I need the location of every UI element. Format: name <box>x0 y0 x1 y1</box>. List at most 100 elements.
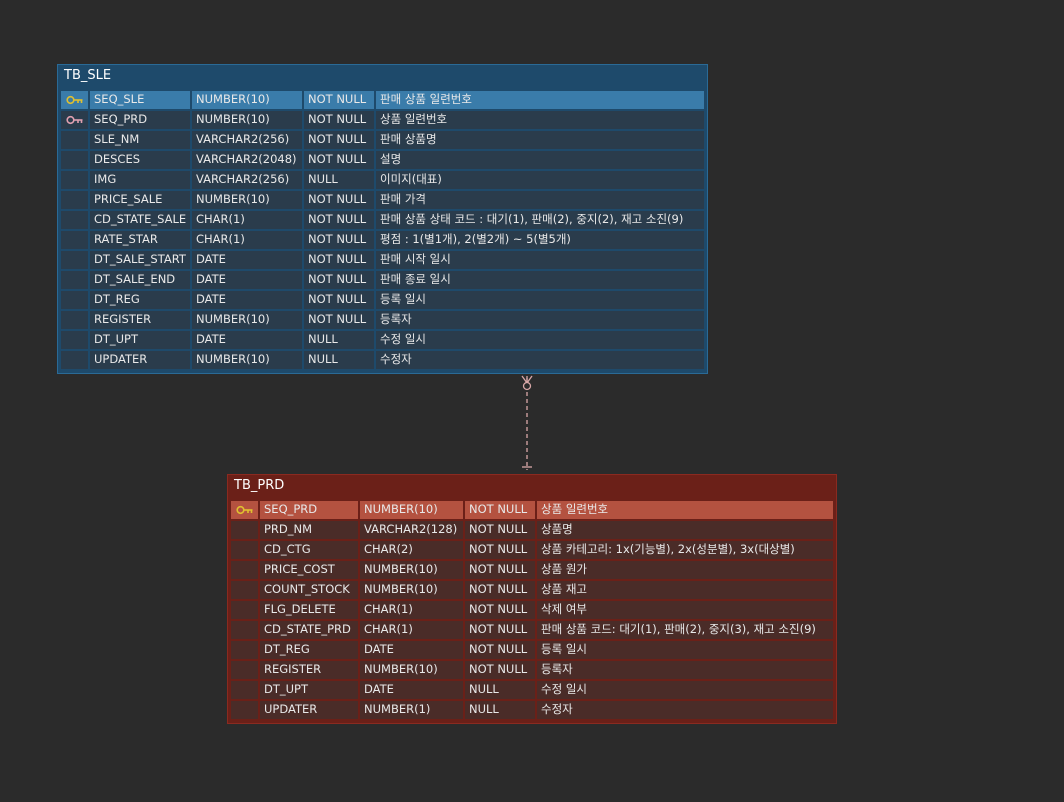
column-type: NUMBER(1) <box>360 701 463 719</box>
column-type: VARCHAR2(256) <box>192 171 302 189</box>
column-name: UPDATER <box>90 351 190 369</box>
column-type: NUMBER(10) <box>192 111 302 129</box>
column-type: DATE <box>192 251 302 269</box>
column-type: CHAR(1) <box>192 211 302 229</box>
column-nullable: NOT NULL <box>304 311 374 329</box>
entity-title: TB_SLE <box>64 68 112 83</box>
key-cell <box>61 251 88 269</box>
key-cell <box>61 171 88 189</box>
key-cell <box>61 311 88 329</box>
key-cell <box>231 601 258 619</box>
column-name: DT_UPT <box>90 331 190 349</box>
key-cell <box>231 701 258 719</box>
column-name: SLE_NM <box>90 131 190 149</box>
column-name: DT_REG <box>90 291 190 309</box>
column-type: CHAR(2) <box>360 541 463 559</box>
column-name: DT_SALE_START <box>90 251 190 269</box>
key-cell <box>61 291 88 309</box>
column-type: NUMBER(10) <box>360 501 463 519</box>
column-nullable: NOT NULL <box>304 151 374 169</box>
key-cell <box>61 151 88 169</box>
column-comment: 판매 상품 일련번호 <box>376 91 704 109</box>
column-nullable: NOT NULL <box>465 641 535 659</box>
column-name: SEQ_SLE <box>90 91 190 109</box>
column-comment: 수정자 <box>376 351 704 369</box>
column-type: CHAR(1) <box>192 231 302 249</box>
column-type: NUMBER(10) <box>360 581 463 599</box>
key-cell <box>231 641 258 659</box>
column-comment: 상품 카테고리: 1x(기능별), 2x(성분별), 3x(대상별) <box>537 541 833 559</box>
column-nullable: NOT NULL <box>465 561 535 579</box>
column-type: VARCHAR2(2048) <box>192 151 302 169</box>
column-nullable: NOT NULL <box>465 581 535 599</box>
column-type: CHAR(1) <box>360 601 463 619</box>
column-name: RATE_STAR <box>90 231 190 249</box>
column-nullable: NULL <box>304 171 374 189</box>
column-type: DATE <box>360 641 463 659</box>
column-comment: 삭제 여부 <box>537 601 833 619</box>
column-type: DATE <box>360 681 463 699</box>
column-type: NUMBER(10) <box>192 311 302 329</box>
key-cell <box>231 681 258 699</box>
column-type: VARCHAR2(128) <box>360 521 463 539</box>
column-comment: 평점 : 1(별1개), 2(별2개) ~ 5(별5개) <box>376 231 704 249</box>
key-cell <box>61 91 88 109</box>
column-name: SEQ_PRD <box>260 501 358 519</box>
column-comment: 상품 재고 <box>537 581 833 599</box>
key-cell <box>61 131 88 149</box>
column-name: PRICE_SALE <box>90 191 190 209</box>
column-type: DATE <box>192 271 302 289</box>
column-nullable: NOT NULL <box>465 541 535 559</box>
key-cell <box>231 581 258 599</box>
column-name: REGISTER <box>260 661 358 679</box>
key-cell <box>61 231 88 249</box>
column-comment: 설명 <box>376 151 704 169</box>
column-type: CHAR(1) <box>360 621 463 639</box>
column-nullable: NOT NULL <box>304 191 374 209</box>
column-name: CD_STATE_PRD <box>260 621 358 639</box>
column-name: PRICE_COST <box>260 561 358 579</box>
column-comment: 판매 상품 상태 코드 : 대기(1), 판매(2), 중지(2), 재고 소진… <box>376 211 704 229</box>
column-nullable: NOT NULL <box>465 621 535 639</box>
column-comment: 판매 시작 일시 <box>376 251 704 269</box>
key-cell <box>61 331 88 349</box>
column-nullable: NOT NULL <box>304 231 374 249</box>
column-name: CD_CTG <box>260 541 358 559</box>
column-name: DT_UPT <box>260 681 358 699</box>
key-cell <box>231 661 258 679</box>
key-cell <box>231 561 258 579</box>
column-comment: 상품 원가 <box>537 561 833 579</box>
column-nullable: NOT NULL <box>304 291 374 309</box>
column-comment: 상품 일련번호 <box>537 501 833 519</box>
column-nullable: NOT NULL <box>304 251 374 269</box>
